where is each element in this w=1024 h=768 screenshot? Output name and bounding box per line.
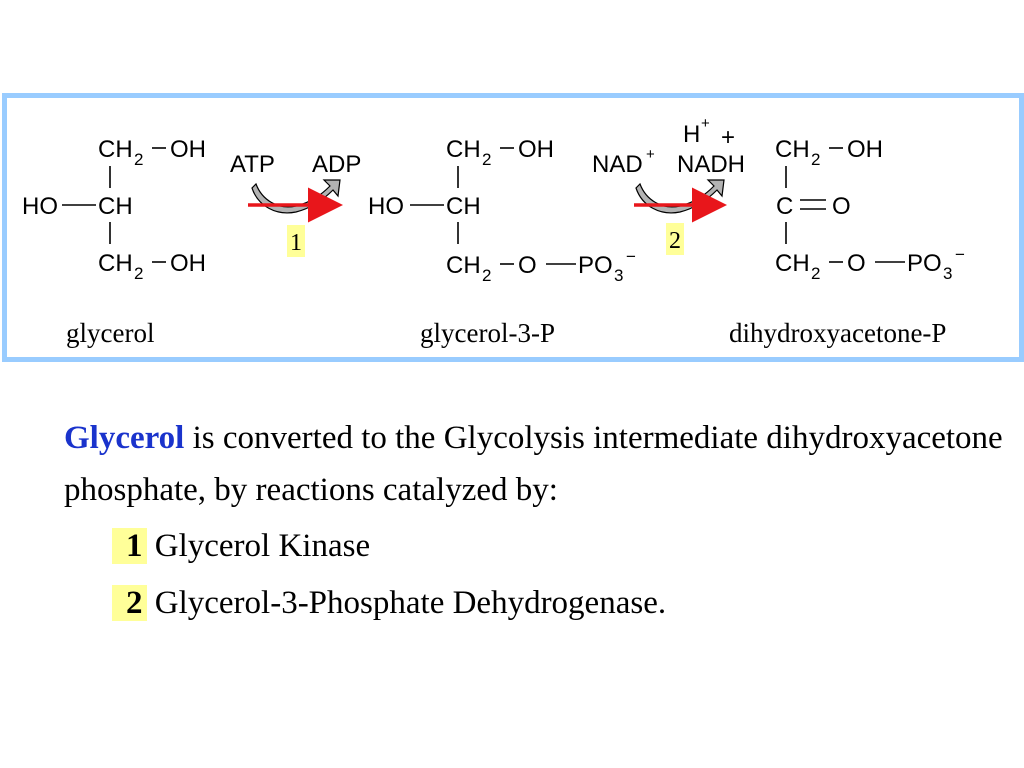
adp-label: ADP [312,151,361,178]
enzyme-number-2: 2 [112,585,147,621]
nadh-label: NADH [677,151,745,178]
g3p-po: PO [578,252,613,279]
g3p-top-oh: OH [518,136,554,163]
glycerol3p-name: glycerol-3-P [420,318,555,348]
glycerol-top-oh: OH [170,136,206,163]
g3p-o: O [518,252,537,279]
step1-arrow-group: ATP ADP 1 [230,151,361,257]
enzyme-number-1: 1 [112,528,147,564]
dhap-bot-sub: 2 [811,264,820,283]
glycerol-bot-oh: OH [170,250,206,277]
glycerol-bot-ch: CH [98,250,133,277]
description-sentence: is converted to the Glycolysis intermedi… [64,420,1003,508]
step2-arrow-group: H + + NAD + NADH 2 [592,115,745,255]
step2-number: 2 [669,228,681,254]
glycerol-emphasis: Glycerol [64,420,185,456]
g3p-bot-ch: CH [446,252,481,279]
glycerol-ch: CH [98,193,133,220]
glycerol3p-structure: CH 2 OH HO CH CH 2 O PO 3 − [368,136,636,285]
nad-label: NAD [592,151,643,178]
dhap-po: PO [907,250,942,277]
h-sup: + [701,115,710,132]
dhap-charge: − [955,245,965,264]
curved-arrow-icon [635,179,725,214]
step2-badge-bg [666,223,684,255]
enzyme-label-2: Glycerol-3-Phosphate Dehydrogenase. [146,585,667,621]
nad-sup: + [646,146,655,163]
enzyme-item-2: 2 Glycerol-3-Phosphate Dehydrogenase. [112,577,666,629]
g3p-bot-sub: 2 [482,266,491,285]
g3p-charge: − [626,247,636,266]
plus-label: + [721,124,735,151]
g3p-ch: CH [446,193,481,220]
glycerol-top-sub: 2 [134,150,143,169]
dhap-bot-ch: CH [775,250,810,277]
step1-badge-bg [287,225,305,257]
dhap-c: C [776,193,793,220]
dhap-top-oh: OH [847,136,883,163]
h-label: H [683,121,700,148]
glycerol-bot-sub: 2 [134,264,143,283]
description-paragraph: Glycerol is converted to the Glycolysis … [64,412,1004,516]
glycerol-top-ch: CH [98,136,133,163]
g3p-po-sub: 3 [614,266,623,285]
g3p-ho: HO [368,193,404,220]
glycerol-ho: HO [22,193,58,220]
glycerol-name: glycerol [66,318,154,348]
dhap-top-ch: CH [775,136,810,163]
curved-arrow-icon [251,179,341,214]
dhap-name: dihydroxyacetone-P [729,318,946,348]
atp-label: ATP [230,151,275,178]
step1-number: 1 [290,230,302,256]
glycerol-structure: CH 2 OH HO CH CH 2 OH [22,136,206,283]
dhap-structure: CH 2 OH C O CH 2 O PO 3 − [775,136,965,283]
dhap-o: O [847,250,866,277]
enzyme-item-1: 1 Glycerol Kinase [112,520,370,572]
dhap-o-double: O [832,193,851,220]
dhap-po-sub: 3 [943,264,952,283]
dhap-top-sub: 2 [811,150,820,169]
diagram-frame [2,93,1024,362]
enzyme-label-1: Glycerol Kinase [146,528,371,564]
g3p-top-sub: 2 [482,150,491,169]
g3p-top-ch: CH [446,136,481,163]
